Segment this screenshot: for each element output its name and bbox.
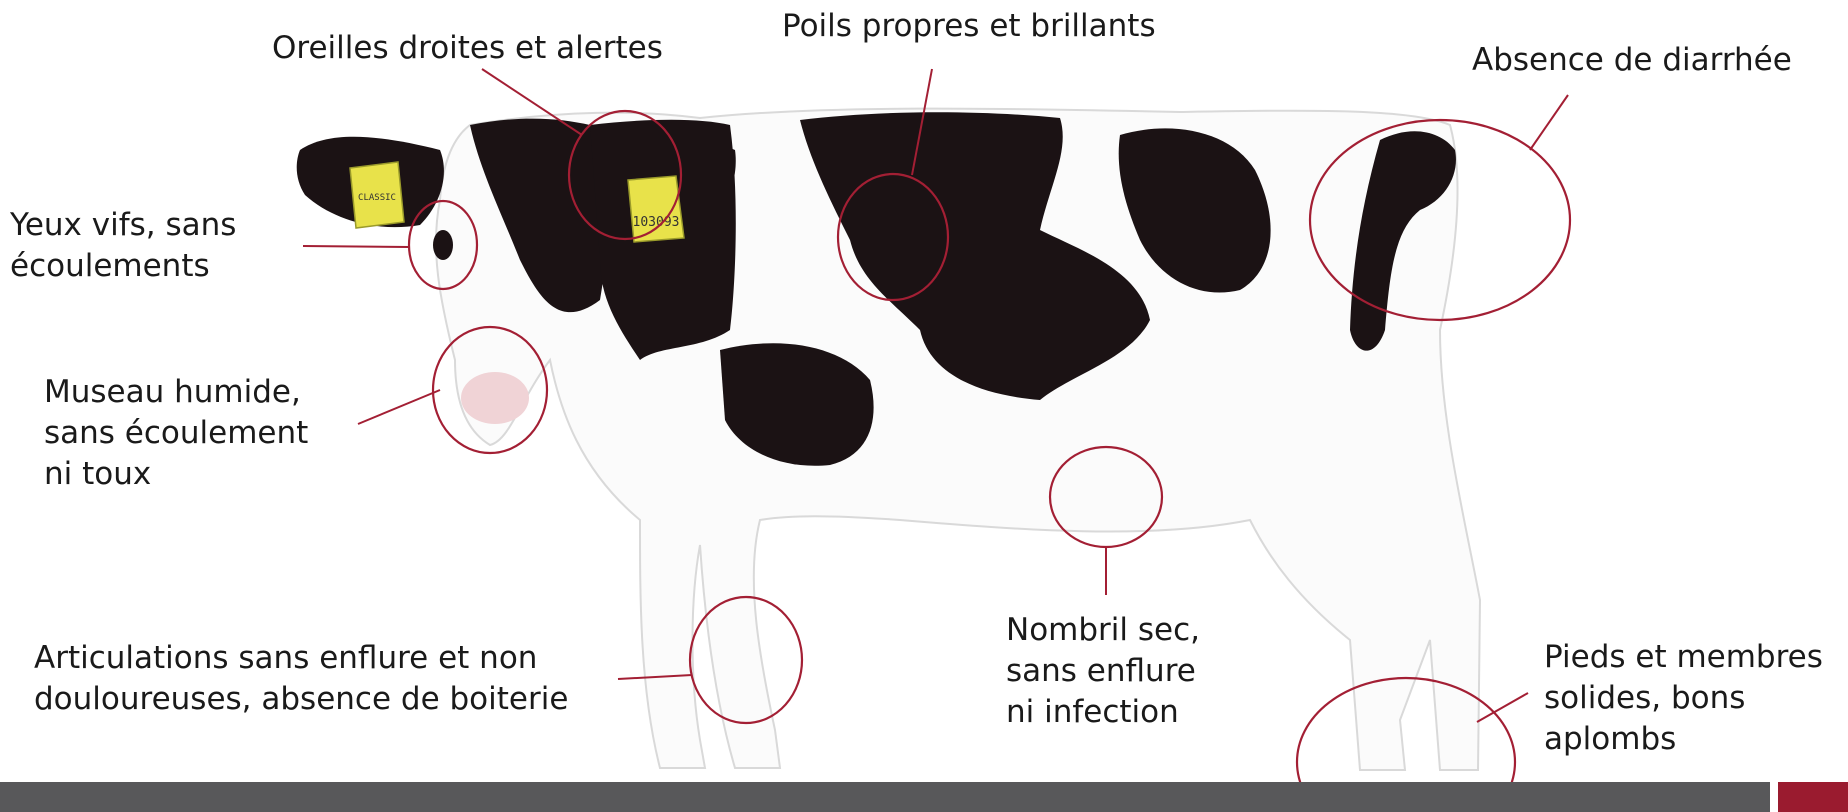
- page-number-badge: [1778, 782, 1848, 812]
- muzzle: [461, 372, 529, 424]
- label-oreilles: Oreilles droites et alertes: [272, 28, 663, 69]
- footer-bar: [0, 782, 1770, 812]
- label-pieds: Pieds et membres solides, bons aplombs: [1544, 637, 1823, 760]
- leader-line-pieds: [1477, 693, 1528, 722]
- left-ear-tag-text: CLASSIC: [358, 193, 396, 203]
- left-ear-tag: CLASSIC: [350, 162, 404, 228]
- label-nombril: Nombril sec, sans enflure ni infection: [1006, 610, 1200, 733]
- leader-line-yeux: [303, 246, 409, 247]
- right-ear-tag: 103093: [628, 176, 684, 242]
- label-museau: Museau humide, sans écoulement ni toux: [44, 372, 308, 495]
- leader-line-museau: [358, 390, 440, 424]
- label-diarrhee: Absence de diarrhée: [1472, 40, 1792, 81]
- eye: [433, 230, 453, 260]
- leader-line-diarrhee: [1530, 95, 1568, 150]
- label-yeux: Yeux vifs, sans écoulements: [10, 205, 236, 287]
- label-articulations: Articulations sans enflure et non doulou…: [34, 638, 568, 720]
- label-poils: Poils propres et brillants: [782, 6, 1156, 47]
